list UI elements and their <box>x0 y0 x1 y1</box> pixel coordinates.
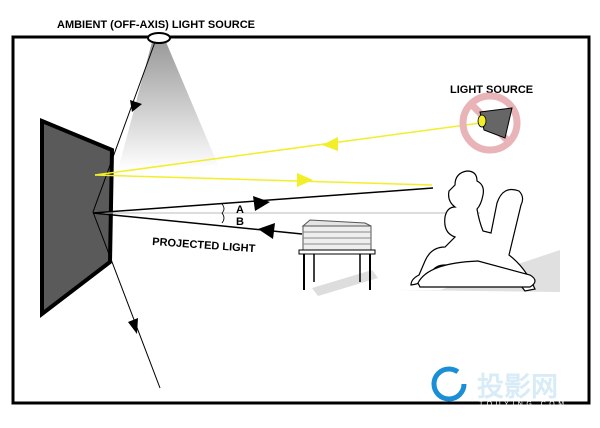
angle-arc <box>221 203 225 224</box>
ceiling-lamp <box>147 32 171 44</box>
ambient-label: AMBIENT (OFF-AXIS) LIGHT SOURCE <box>57 19 255 31</box>
watermark-cn: 投影网 <box>477 372 558 402</box>
angle-a-label: A <box>236 204 244 216</box>
ambient-light-cone <box>118 42 218 170</box>
light-source-label: LIGHT SOURCE <box>450 84 533 96</box>
arrow-down-icon <box>130 100 142 112</box>
arrow-left-icon <box>258 223 275 239</box>
seated-viewer <box>395 170 560 292</box>
arrow-right-icon <box>297 173 313 187</box>
projection-screen <box>40 118 115 319</box>
watermark-logo-icon <box>431 366 467 402</box>
arrow-left-icon <box>322 137 338 151</box>
room-frame <box>11 35 591 405</box>
light-source-ray <box>94 121 489 176</box>
arrow-down-icon <box>128 318 138 334</box>
projected-light-label: PROJECTED LIGHT <box>152 236 256 255</box>
projector-on-table <box>298 219 378 296</box>
watermark-en: TOUYING.COM <box>479 401 568 408</box>
angle-b-label: B <box>236 216 244 228</box>
light-source-reflection <box>94 174 433 186</box>
prohibited-light-source <box>459 92 521 154</box>
ambient-ray <box>92 41 161 389</box>
watermark: 投影网 TOUYING.COM <box>431 366 568 408</box>
arrow-right-icon <box>253 196 270 211</box>
